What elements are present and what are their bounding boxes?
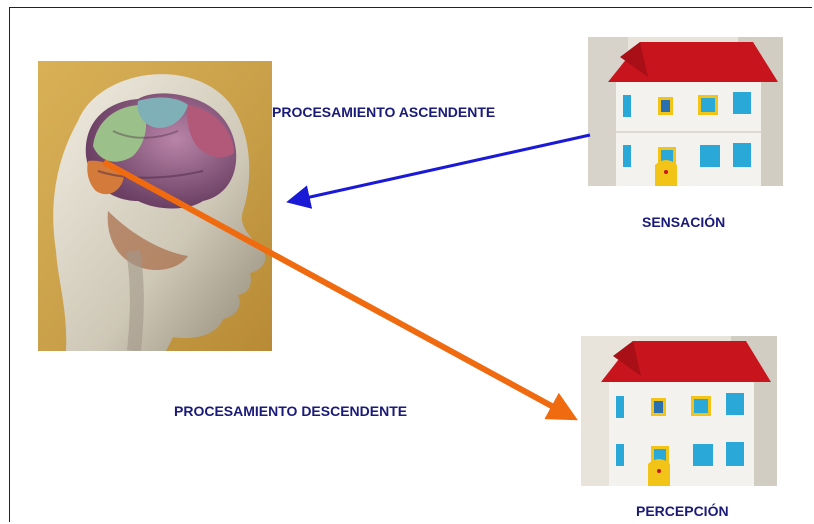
brain-head-image [38, 61, 272, 351]
dollhouse-perception-image [581, 336, 777, 486]
bottom-up-label: PROCESAMIENTO ASCENDENTE [272, 104, 496, 120]
perception-label: PERCEPCIÓN [636, 503, 729, 519]
top-down-label: PROCESAMIENTO DESCENDENTE [174, 403, 408, 419]
top-down-arrow [102, 159, 578, 421]
sensation-label: SENSACIÓN [642, 214, 726, 230]
bottom-up-arrow [286, 133, 591, 209]
dollhouse-sensation-image [588, 37, 783, 186]
slide-frame [9, 7, 812, 522]
